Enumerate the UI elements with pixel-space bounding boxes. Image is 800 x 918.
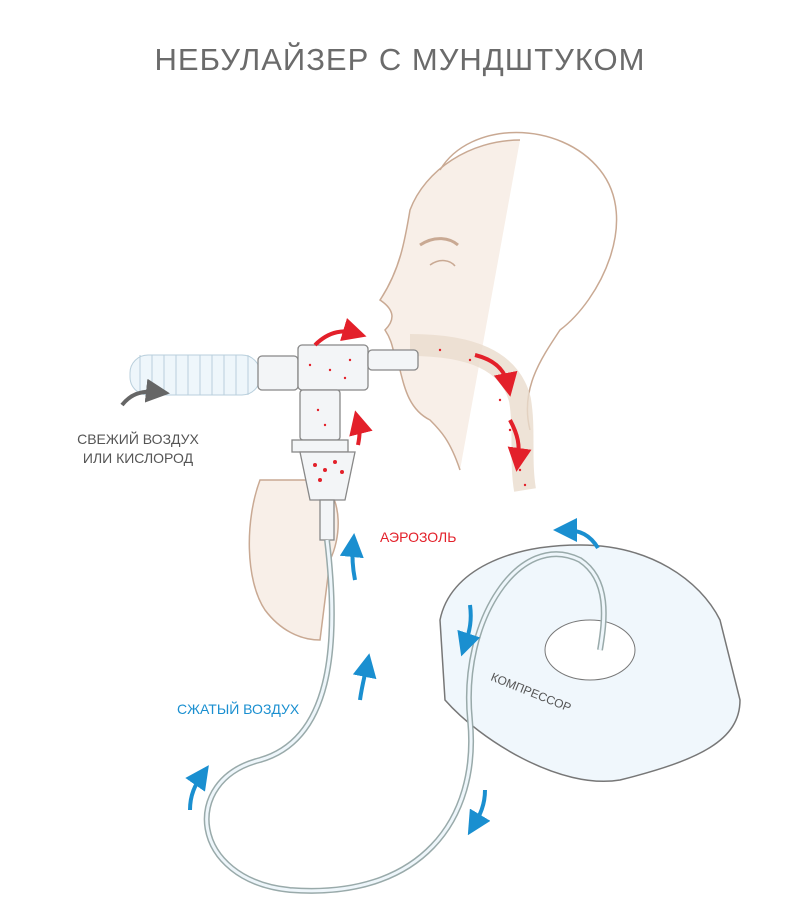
- compressor-socket: [544, 619, 636, 681]
- aerosol-arrow-icon: [313, 318, 367, 347]
- hand: [248, 479, 339, 641]
- corrugated-hose: [129, 354, 261, 396]
- aerosol-label: АЭРОЗОЛЬ: [380, 529, 457, 545]
- eyebrow: [419, 237, 459, 247]
- fresh-air-line2: ИЛИ КИСЛОРОД: [82, 450, 194, 466]
- aerosol-particles: [308, 348, 527, 487]
- hair-outline: [439, 131, 618, 431]
- air-arrow-icon: [352, 653, 377, 701]
- fresh-air-arrow-icon: [120, 378, 170, 407]
- page-title: НЕБУЛАЙЗЕР С МУНДШТУКОМ: [154, 42, 646, 77]
- air-arrow-icon: [467, 789, 491, 836]
- compressed-air-label: СЖАТЫЙ ВОЗДУХ: [177, 701, 300, 717]
- aerosol-arrow-icon: [349, 410, 373, 446]
- eye: [429, 259, 456, 267]
- face-outline: [378, 139, 521, 471]
- air-arrow-icon: [553, 518, 600, 550]
- air-arrow-icon: [339, 533, 364, 581]
- fresh-air-line1: СВЕЖИЙ ВОЗДУХ: [77, 431, 199, 447]
- air-arrow-icon: [185, 765, 209, 811]
- aerosol-arrow-icon: [474, 353, 518, 397]
- air-arrow-icon: [457, 604, 481, 657]
- aerosol-arrow-icon: [507, 419, 532, 472]
- fresh-air-label: СВЕЖИЙ ВОЗДУХ ИЛИ КИСЛОРОД: [68, 430, 208, 468]
